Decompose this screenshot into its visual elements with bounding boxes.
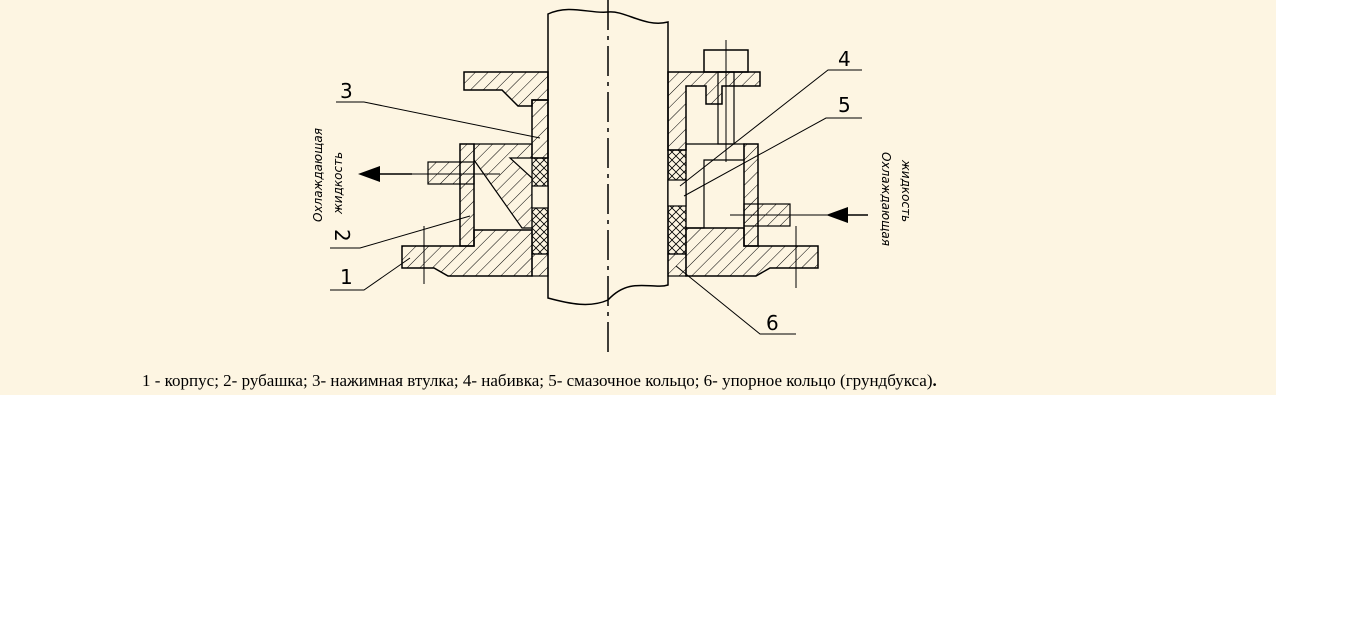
figure-caption: 1 - корпус; 2- рубашка; 3- нажимная втул… <box>142 371 937 391</box>
label-2: 2 <box>330 229 354 242</box>
svg-text:Охлаждающая: Охлаждающая <box>879 152 893 246</box>
label-1: 1 <box>340 265 353 289</box>
gland-sleeve-left <box>531 99 549 159</box>
label-6: 6 <box>766 311 779 335</box>
caption-text: 1 - корпус; 2- рубашка; 3- нажимная втул… <box>142 371 933 390</box>
label-4: 4 <box>838 47 851 71</box>
label-3: 3 <box>340 79 353 103</box>
coolant-label-left: Охлаждающая жидкость <box>311 128 345 222</box>
leader-3 <box>336 101 541 139</box>
leader-5 <box>683 117 862 197</box>
figure-panel: 3 2 1 4 5 6 Охлаждающая жидкость Охлажда… <box>0 0 1276 395</box>
lantern-ring-right <box>667 179 687 207</box>
flow-arrow-right <box>826 207 848 223</box>
flow-arrow-left <box>358 166 380 182</box>
gland-flange-right <box>667 71 761 151</box>
jacket-wall-left <box>459 143 475 247</box>
label-5: 5 <box>838 93 851 117</box>
stuffing-box-drawing: 3 2 1 4 5 6 Охлаждающая жидкость Охлажда… <box>311 0 913 352</box>
svg-text:Охлаждающая: Охлаждающая <box>311 128 325 222</box>
leader-2 <box>330 215 471 249</box>
caption-period: . <box>932 371 937 390</box>
svg-text:жидкость: жидкость <box>331 152 345 215</box>
body-flange-right <box>685 227 819 277</box>
coolant-label-right: Охлаждающая жидкость <box>879 152 913 246</box>
body-collar-left <box>531 253 549 277</box>
jacket-top-left <box>473 143 533 229</box>
lantern-ring-left <box>531 185 549 209</box>
leader-4 <box>679 69 862 187</box>
leader-1 <box>330 257 411 291</box>
nozzle-left <box>427 161 475 185</box>
body-collar-right <box>667 253 687 277</box>
leader-6 <box>675 265 796 335</box>
svg-text:жидкость: жидкость <box>899 159 913 222</box>
